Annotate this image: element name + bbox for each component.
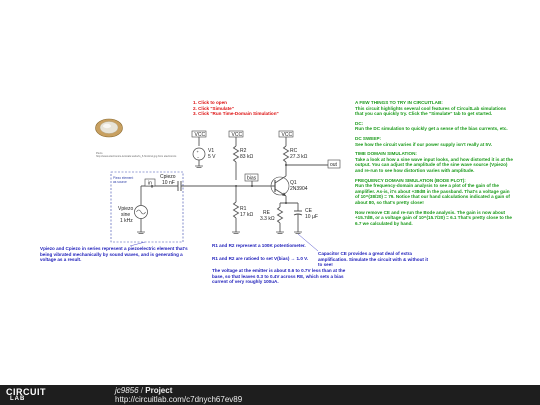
project-url-link[interactable]: http://circuitlab.com/c7dnych67ev89	[115, 395, 243, 404]
v1-value: 5 V	[208, 154, 216, 160]
q1-transistor[interactable]: Q1 2N3904	[270, 175, 308, 197]
tip-freqdomain-text: Run the frequency-domain analysis to see…	[355, 183, 510, 205]
piezo-photo	[95, 118, 123, 138]
circuitlab-logo[interactable]: CIRCUIT LAB	[6, 387, 66, 403]
re-resistor[interactable]: RE 3.3 kΩ	[260, 203, 284, 234]
r2-vcc-label: VCC	[232, 132, 243, 138]
instruction-step-2: 2. Click "Simulate"	[193, 105, 234, 111]
vpiezo-name: Vpiezo	[118, 206, 134, 212]
ce-capacitor[interactable]: CE 10 µF	[293, 203, 318, 234]
piezo-photo-caption: Piezo http://www.electronics-tutorials.w…	[96, 152, 226, 158]
r2-resistor[interactable]: VCC R2 83 kΩ	[228, 130, 253, 180]
ce-note: Capacitor CE provides a great deal of ex…	[318, 251, 429, 268]
svg-text:+: +	[197, 149, 200, 154]
re-name: RE	[263, 210, 271, 216]
rc-value: 27.3 kΩ	[290, 154, 308, 160]
project-name: Project	[145, 386, 173, 395]
r-note-potentiometer: R1 and R2 represent a 100K potentiometer…	[212, 243, 306, 248]
logo-text-bottom: LAB	[10, 396, 26, 402]
project-title: jc9856 / Project	[115, 386, 172, 395]
in-label: in	[148, 181, 152, 187]
out-node[interactable]: out	[327, 159, 341, 169]
v1-name: V1	[208, 148, 214, 154]
instruction-step-1: 1. Click to open	[193, 100, 227, 105]
re-value: 3.3 kΩ	[260, 216, 275, 222]
vpiezo-source[interactable]: Vpiezo sine 1 kHz	[118, 186, 148, 234]
cpiezo-value: 10 nF	[162, 180, 175, 186]
project-user-link[interactable]: jc9856	[115, 386, 139, 395]
tip-dc-text: Run the DC simulation to quickly get a s…	[355, 126, 508, 132]
piezo-box-label-2: as source	[113, 180, 127, 184]
ce-name: CE	[305, 208, 313, 214]
piezo-source-box	[110, 171, 184, 243]
tip-timedomain-title: TIME DOMAIN SIMULATION:	[355, 151, 417, 157]
bias-node[interactable]: bias	[244, 173, 259, 182]
project-separator: /	[138, 386, 146, 395]
ce-value: 10 µF	[305, 214, 318, 220]
in-node[interactable]: in	[144, 178, 156, 188]
rc-name: RC	[290, 148, 298, 154]
cpiezo-name: Cpiezo	[160, 174, 176, 180]
piezo-note-pointer	[129, 241, 146, 247]
tip-dcsweep-text: See how the circuit varies if our power …	[355, 141, 492, 147]
piezo-caption-source: http://www.electronics-tutorials.ws/io/i…	[96, 155, 177, 158]
r1-name: R1	[240, 206, 247, 212]
r2-value: 83 kΩ	[240, 154, 253, 160]
footer-bar: CIRCUIT LAB jc9856 / Project http://circ…	[0, 385, 540, 405]
tip-dc-title: DC:	[355, 120, 364, 126]
out-label: out	[330, 162, 338, 168]
r1-value: 17 kΩ	[240, 212, 253, 218]
schematic-canvas[interactable]: 1. Click to open 2. Click "Simulate" 3. …	[0, 0, 540, 385]
q1-name: Q1	[290, 180, 297, 186]
tips-intro: This circuit highlights several cool fea…	[355, 105, 507, 117]
logo-text-top: CIRCUIT	[6, 387, 46, 397]
piezo-caption-title: Piezo	[96, 152, 103, 155]
instructions: 1. Click to open 2. Click "Simulate" 3. …	[193, 100, 323, 117]
vpiezo-type: sine	[121, 212, 130, 218]
r1-resistor[interactable]: R1 17 kΩ	[232, 186, 253, 234]
piezo-box-label-1: Piezo element	[113, 176, 133, 180]
tip-freqdomain-title: FREQUENCY DOMAIN SIMULATION (BODE PLOT):	[355, 177, 466, 183]
instruction-step-3: 3. Click "Run Time-Domain Simulation"	[193, 111, 279, 117]
q1-part: 2N3904	[290, 186, 308, 192]
r-note-emitter: The voltage at the emitter is about 0.6 …	[212, 268, 346, 285]
piezo-note: Vpiezo and Cpiezo in series represent a …	[40, 246, 188, 263]
rc-resistor[interactable]: VCC RC 27.3 kΩ	[278, 130, 308, 176]
tip-dcsweep-title: DC SWEEP:	[355, 135, 382, 141]
tips-panel: A FEW THINGS TO TRY IN CIRCUITLAB: This …	[355, 100, 515, 226]
r2-name: R2	[240, 148, 247, 154]
tip-timedomain-text: Take a look at how a sine wave input loo…	[355, 156, 513, 173]
v1-vcc-label: VCC	[195, 132, 206, 138]
tips-heading: A FEW THINGS TO TRY IN CIRCUITLAB:	[355, 100, 443, 105]
r-note-bias: R1 and R2 are ratioed to set V(bias) → 1…	[212, 256, 309, 261]
svg-text:−: −	[197, 155, 200, 160]
vpiezo-frequency: 1 kHz	[120, 218, 133, 224]
ce-note-pointer	[297, 233, 319, 252]
v1-supply[interactable]: VCC + − V1 5 V	[191, 130, 216, 168]
bias-label: bias	[247, 176, 257, 182]
tip-freqdomain-text-2: Now remove CE and re-run the Bode analys…	[355, 209, 512, 226]
circuit-schematic[interactable]: VCC + − V1 5 V VCC R2 83 kΩ VCC	[0, 0, 540, 385]
rc-vcc-label: VCC	[282, 132, 293, 138]
